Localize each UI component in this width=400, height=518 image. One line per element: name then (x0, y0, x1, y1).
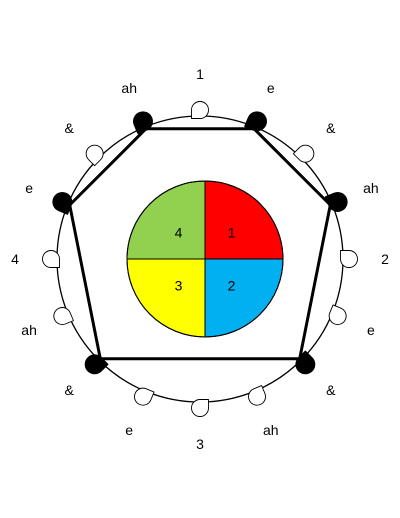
beat-label: ah (363, 180, 379, 196)
beat-label: ah (263, 422, 279, 438)
quadrant-label: 3 (175, 277, 183, 293)
beat-label: 2 (381, 251, 389, 267)
accent-droplet-marker (244, 111, 267, 132)
beat-label: 3 (196, 436, 204, 452)
accent-droplet-marker (133, 111, 153, 135)
beat-label: e (367, 322, 375, 338)
beat-label: e (125, 422, 133, 438)
droplet-marker (134, 387, 155, 406)
beat-label: & (326, 120, 336, 136)
droplet-marker (248, 385, 266, 406)
beat-pie-outline (126, 180, 284, 338)
droplet-marker (85, 144, 104, 167)
beat-label: e (25, 180, 33, 196)
droplet-marker (328, 304, 347, 325)
droplet-marker (292, 144, 315, 163)
beat-label: & (65, 382, 75, 398)
droplet-marker (340, 250, 358, 268)
accent-droplet-marker (295, 350, 316, 375)
accent-droplet-marker (324, 192, 348, 212)
accent-droplet-marker (84, 354, 109, 375)
quadrant-label: 2 (228, 277, 236, 293)
droplet-marker (53, 307, 74, 325)
beat-label: 1 (196, 66, 204, 82)
beat-pie: 1 2 3 4 (126, 180, 284, 338)
droplet-marker (191, 101, 209, 119)
beat-label: ah (21, 322, 37, 338)
beat-markers (42, 101, 358, 417)
quadrant-1 (204, 180, 284, 260)
quadrant-label: 4 (175, 225, 183, 241)
beat-label: e (267, 80, 275, 96)
beat-labels: 1 e & ah 2 e & ah 3 e & ah 4 e & ah (11, 66, 389, 452)
quadrant-label: 1 (228, 225, 236, 241)
beat-label: & (65, 120, 75, 136)
droplet-marker (191, 399, 209, 417)
beat-label: ah (121, 80, 137, 96)
accent-droplet-marker (52, 192, 73, 215)
quadrant-4 (126, 180, 206, 260)
quadrant-2 (204, 258, 284, 338)
beat-label: 4 (11, 251, 19, 267)
droplet-marker (42, 250, 60, 268)
beat-label: & (326, 382, 336, 398)
quadrant-3 (126, 258, 206, 338)
